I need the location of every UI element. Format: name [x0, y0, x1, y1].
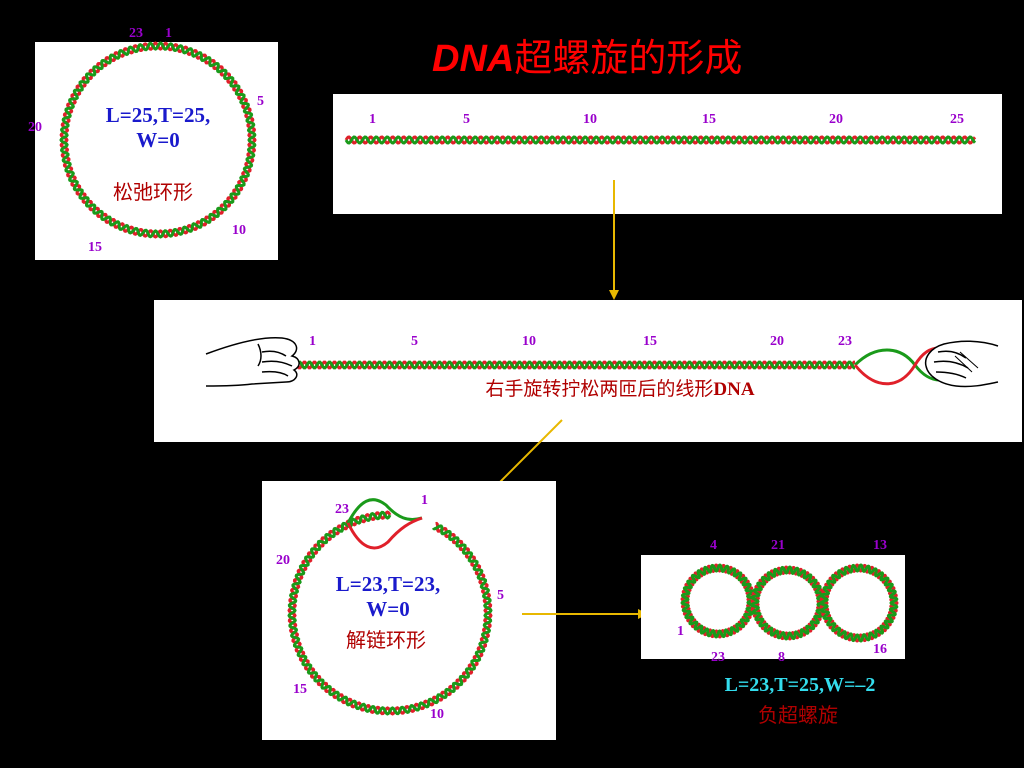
supercoil-marker-21: 21 — [771, 538, 785, 553]
unwound-params-line2: W=0 — [366, 597, 410, 621]
left-hand-icon — [205, 336, 300, 387]
twisted-marker-5: 5 — [411, 334, 418, 349]
relaxed-params: L=25,T=25, W=0 — [88, 103, 228, 153]
twisted-marker-23: 23 — [838, 334, 852, 349]
linear-marker-1: 1 — [369, 112, 376, 127]
supercoil-params: L=23,T=25,W=–2 — [724, 674, 876, 696]
relaxed-marker-23: 23 — [129, 26, 143, 41]
twisted-caption-text: 右手旋转拧松两匝后的线形 — [485, 378, 714, 400]
linear-dna-panel — [333, 94, 1002, 214]
right-hand-icon — [924, 340, 999, 388]
supercoil-marker-1: 1 — [677, 624, 684, 639]
linear-marker-20: 20 — [829, 112, 843, 127]
supercoil-name: 负超螺旋 — [758, 703, 838, 727]
supercoil-marker-23: 23 — [711, 650, 725, 665]
twisted-caption-dna: DNA — [713, 379, 755, 400]
twisted-marker-10: 10 — [522, 334, 536, 349]
twisted-caption: 右手旋转拧松两匝后的线形DNA — [400, 377, 840, 402]
supercoil-marker-4: 4 — [710, 538, 717, 553]
supercoil-marker-13: 13 — [873, 538, 887, 553]
unwound-params-line1: L=23,T=23, — [335, 572, 441, 596]
twisted-marker-20: 20 — [770, 334, 784, 349]
linear-marker-15: 15 — [702, 112, 716, 127]
unwound-marker-1: 1 — [421, 493, 428, 508]
unwound-params: L=23,T=23, W=0 — [318, 572, 458, 622]
title-prefix: DNA — [432, 38, 515, 80]
supercoil-marker-8: 8 — [778, 650, 785, 665]
unwound-marker-20: 20 — [276, 553, 290, 568]
relaxed-marker-15: 15 — [88, 240, 102, 255]
linear-marker-25: 25 — [950, 112, 964, 127]
twisted-marker-1: 1 — [309, 334, 316, 349]
linear-marker-10: 10 — [583, 112, 597, 127]
twisted-dna-panel — [154, 300, 1022, 442]
relaxed-params-line2: W=0 — [136, 128, 180, 152]
relaxed-marker-20: 20 — [28, 120, 42, 135]
unwound-marker-23: 23 — [335, 502, 349, 517]
page-title: DNA超螺旋的形成 — [432, 36, 742, 81]
linear-marker-5: 5 — [463, 112, 470, 127]
supercoil-marker-16: 16 — [873, 642, 887, 657]
relaxed-name: 松弛环形 — [113, 180, 193, 204]
relaxed-marker-10: 10 — [232, 223, 246, 238]
unwound-marker-10: 10 — [430, 707, 444, 722]
title-text: 超螺旋的形成 — [514, 36, 743, 80]
relaxed-params-line1: L=25,T=25, — [105, 103, 211, 127]
relaxed-circle-panel — [35, 42, 278, 260]
unwound-name: 解链环形 — [346, 628, 426, 652]
unwound-marker-15: 15 — [293, 682, 307, 697]
relaxed-marker-1: 1 — [165, 26, 172, 41]
relaxed-marker-5: 5 — [257, 94, 264, 109]
twisted-marker-15: 15 — [643, 334, 657, 349]
unwound-marker-5: 5 — [497, 588, 504, 603]
